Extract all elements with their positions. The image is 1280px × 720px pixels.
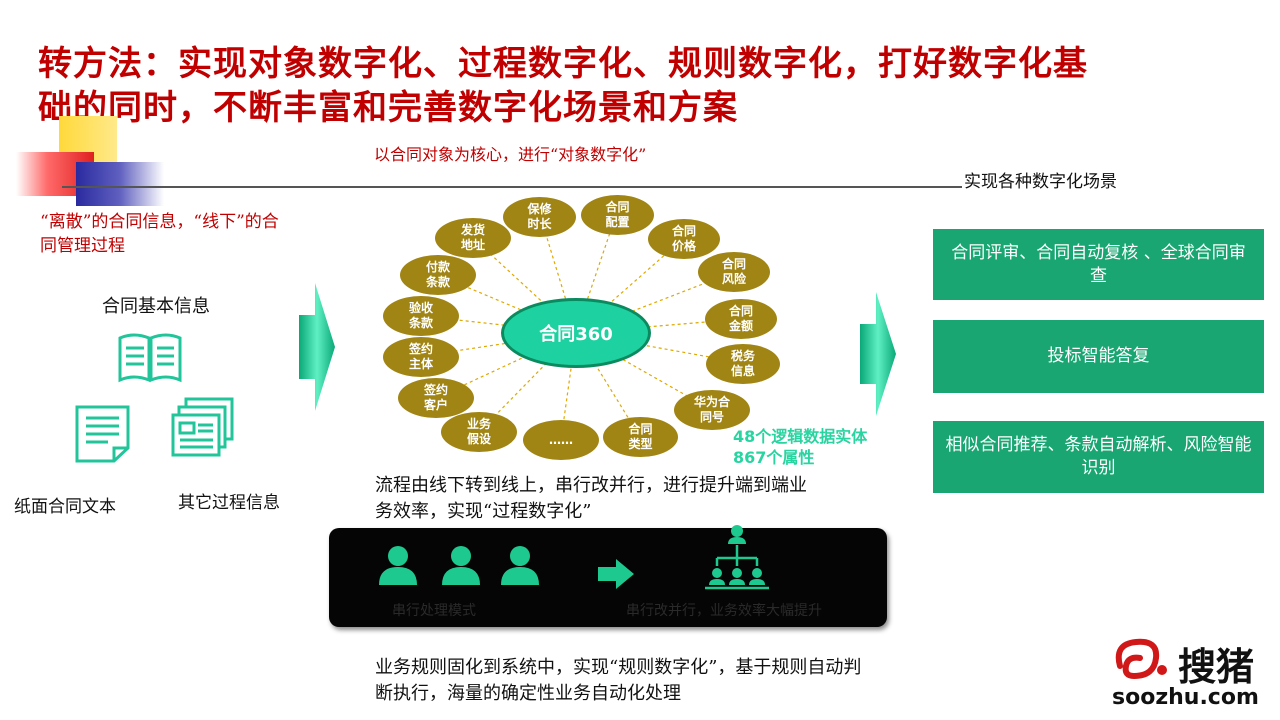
scenario-box: 合同评审、合同自动复核 、全球合同审查: [933, 229, 1264, 300]
scenario-box: 相似合同推荐、条款自动解析、风险智能识别: [933, 421, 1264, 493]
attribute-bubble: 付款 条款: [400, 255, 476, 295]
person-icon: [379, 546, 417, 585]
person-icon: [442, 546, 480, 585]
org-chart-icon: [705, 525, 769, 590]
soozhu-logo-icon: [1115, 638, 1167, 680]
attribute-count: 867个属性: [733, 448, 815, 467]
attribute-bubble: 合同 金额: [705, 299, 777, 339]
rule-digitization-text: 业务规则固化到系统中，实现“规则数字化”，基于规则自动判断执行，海量的确定性业务…: [375, 657, 862, 704]
attribute-bubble: ……: [523, 420, 599, 460]
parallel-mode-text: 串行改并行，业务效率大幅提升: [626, 603, 822, 619]
blue-square-decoration: [76, 162, 164, 206]
divider-line: [62, 186, 962, 188]
object-digitization-heading: 以合同对象为核心，进行“对象数字化”: [374, 145, 647, 164]
discrete-note: “离散”的合同信息，“线下”的合同管理过程: [40, 212, 279, 256]
open-book-icon: [118, 333, 182, 383]
attribute-bubble: 业务 假设: [441, 412, 517, 452]
attribute-bubble: 签约 客户: [398, 378, 474, 418]
contract-360-center: 合同360: [501, 298, 651, 368]
attribute-bubble: 保修 时长: [503, 197, 576, 237]
attribute-bubble: 合同 风险: [698, 252, 770, 292]
person-icon: [501, 546, 539, 585]
attribute-bubble: 发货 地址: [435, 218, 511, 258]
arrow-right-icon: [598, 559, 634, 589]
entity-count: 48个逻辑数据实体: [733, 427, 868, 446]
attribute-bubble: 华为合 同号: [674, 390, 750, 430]
attribute-bubble: 税务 信息: [706, 344, 780, 384]
logo-url-text: soozhu.com: [1112, 685, 1259, 710]
other-info-label: 其它过程信息: [178, 493, 280, 513]
page-title: 转方法：实现对象数字化、过程数字化、规则数字化，打好数字化基础的同时，不断丰富和…: [38, 44, 1088, 128]
attribute-bubble: 合同 类型: [603, 417, 678, 457]
right-arrow-icon: [860, 292, 896, 416]
scenarios-heading: 实现各种数字化场景: [964, 172, 1117, 192]
attribute-bubble: 合同 配置: [581, 195, 654, 235]
basic-info-label: 合同基本信息: [102, 296, 210, 317]
right-arrow-icon: [299, 283, 335, 411]
stacked-forms-icon: [171, 397, 234, 457]
paper-contract-label: 纸面合同文本: [14, 497, 116, 517]
scenario-box: 投标智能答复: [933, 320, 1264, 393]
attribute-bubble: 验收 条款: [383, 296, 459, 336]
logo-chinese-text: 搜猪: [1178, 644, 1255, 689]
attribute-bubble: 签约 主体: [383, 337, 459, 377]
attribute-bubble: 合同 价格: [648, 219, 720, 259]
process-digitization-text: 流程由线下转到线上，串行改并行，进行提升端到端业务效率，实现“过程数字化”: [375, 475, 807, 522]
serial-mode-text: 串行处理模式: [392, 603, 476, 619]
paper-document-icon: [75, 405, 130, 463]
